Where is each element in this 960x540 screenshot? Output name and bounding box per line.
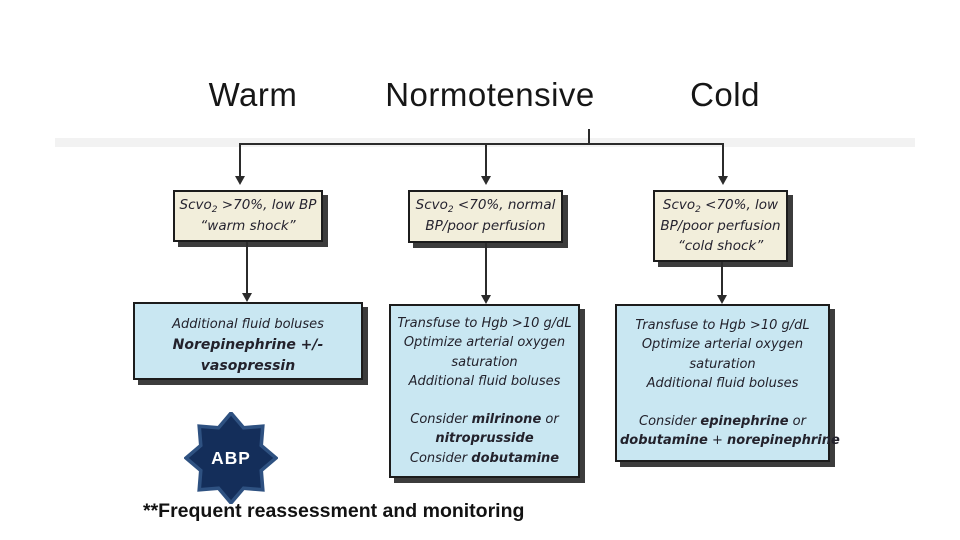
action-cold-line1: Transfuse to Hgb >10 g/dL	[635, 317, 810, 333]
action-normotensive-line3: Additional fluid boluses	[408, 374, 561, 390]
condition-cold-line3: “cold shock”	[677, 237, 764, 254]
condition-normotensive-line2: BP/poor perfusion	[425, 218, 546, 235]
action-box-warm: Additional fluid boluses Norepinephrine …	[133, 302, 363, 380]
arrowhead-warm-top	[235, 176, 245, 185]
condition-box-normotensive: Scvo2 <70%, normal BP/poor perfusion	[408, 190, 563, 243]
arrow-line-cold-mid	[721, 262, 723, 296]
abp-badge: ABP	[183, 410, 279, 506]
arrow-line-warm-mid	[246, 242, 248, 294]
connector-horizontal-rail	[239, 143, 724, 145]
header-warm: Warm	[208, 76, 298, 113]
action-normotensive-line5: Consider dobutamine	[409, 450, 560, 466]
action-cold-line3: Additional fluid boluses	[646, 376, 799, 391]
action-normotensive-line4: Consider milrinone or nitroprusside	[410, 411, 559, 447]
action-box-normotensive: Transfuse to Hgb >10 g/dL Optimize arter…	[389, 304, 580, 478]
action-cold-line4: Consider epinephrine or	[639, 413, 806, 429]
action-normotensive-line1: Transfuse to Hgb >10 g/dL	[397, 315, 572, 331]
footnote: **Frequent reassessment and monitoring	[143, 500, 525, 522]
scan-artifact-band	[55, 138, 915, 147]
arrow-line-warm-top	[239, 144, 241, 177]
action-cold-line2: Optimize arterial oxygen saturation	[641, 337, 804, 372]
action-cold-line5: dobutamine + norepinephrine	[620, 433, 840, 448]
action-warm-line1: Additional fluid boluses	[172, 317, 324, 332]
condition-box-warm: Scvo2 >70%, low BP “warm shock”	[173, 190, 323, 242]
connector-stub	[588, 129, 590, 145]
header-normotensive: Normotensive	[385, 76, 595, 113]
header-cold: Cold	[690, 76, 760, 113]
arrow-line-cold-top	[722, 144, 724, 177]
condition-cold-line2: BP/poor perfusion	[660, 217, 781, 234]
action-normotensive-line2: Optimize arterial oxygen saturation	[403, 335, 566, 370]
action-box-cold: Transfuse to Hgb >10 g/dL Optimize arter…	[615, 304, 840, 462]
abp-badge-label: ABP	[211, 448, 251, 468]
arrowhead-cold-mid	[717, 295, 727, 304]
arrowhead-normotensive-top	[481, 176, 491, 185]
abp-star-icon: ABP	[183, 410, 279, 506]
condition-warm-line1: Scvo2 >70%, low BP	[179, 196, 317, 215]
arrow-line-normotensive-top	[485, 144, 487, 177]
arrowhead-warm-mid	[242, 293, 252, 302]
condition-cold-line1: Scvo2 <70%, low	[662, 196, 779, 215]
arrow-line-normotensive-mid	[485, 243, 487, 296]
arrowhead-cold-top	[718, 176, 728, 185]
condition-warm-line2: “warm shock”	[200, 217, 296, 234]
action-warm-line2: Norepinephrine +/- vasopressin	[172, 336, 324, 374]
arrowhead-normotensive-mid	[481, 295, 491, 304]
condition-normotensive-line1: Scvo2 <70%, normal	[415, 197, 556, 216]
condition-box-cold: Scvo2 <70%, low BP/poor perfusion “cold …	[653, 190, 788, 262]
abp-star-shape	[183, 410, 279, 506]
